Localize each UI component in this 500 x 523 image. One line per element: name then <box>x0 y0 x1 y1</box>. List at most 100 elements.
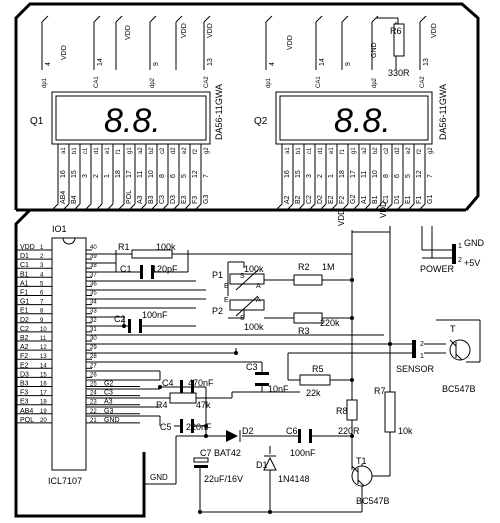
ic-left-num: 18 <box>40 400 47 406</box>
q1-seg-label: b2 <box>149 147 155 154</box>
q1-window <box>55 95 207 141</box>
c5: C5 220nF <box>160 419 212 433</box>
q1-pin-entry <box>194 203 202 211</box>
d2: D2 BAT42 <box>214 426 254 458</box>
r7-ref: R7 <box>374 386 386 396</box>
q2-net-label: F2 <box>339 196 346 204</box>
p1-pin-e: E <box>224 283 229 290</box>
ic-left-num: 6 <box>40 291 44 297</box>
q2-pin-entry <box>418 203 426 211</box>
display-q1: VDD VDD VDD VDD 4 14 9 13 dp1 CA1 dp2 CA… <box>30 15 224 211</box>
ic-left-net: AB4 <box>20 408 33 415</box>
ic-left-net: B3 <box>20 381 29 388</box>
ic-left-net: D2 <box>20 317 29 324</box>
d1-ref: D1 <box>256 460 268 470</box>
ic-left-num: 3 <box>40 263 44 269</box>
ic-right-num: 32 <box>90 318 97 324</box>
q2-net-label: G2 <box>350 195 357 204</box>
q1-net-label: B3 <box>148 195 155 204</box>
q1-seg-label: f2 <box>193 148 199 154</box>
q2-pin-entry <box>374 203 382 211</box>
ic-left-net: B1 <box>20 271 29 278</box>
q1-net-label: AB4 <box>60 191 67 204</box>
q2-net-label: B1 <box>372 195 379 204</box>
ic-left-net: C2 <box>20 326 29 333</box>
r7: R7 10k <box>374 386 413 436</box>
ic-right-net: A3 <box>104 399 113 406</box>
power-pin-1: 1 <box>458 243 462 250</box>
c7-ref: C7 <box>200 448 212 458</box>
ic-right-num: 40 <box>90 245 97 251</box>
r8-value: 220R <box>338 426 360 436</box>
ic-left-net: A2 <box>20 344 29 351</box>
ic-right-num: 37 <box>90 272 97 278</box>
r1: R1 100k <box>118 242 176 259</box>
q1-top-pin-14: 14 <box>97 58 104 66</box>
c7: C7 22uF/16V <box>193 448 243 484</box>
q1-seg-label: a2 <box>138 147 144 154</box>
q1-seg-label: g2 <box>204 147 210 154</box>
gnd-label-bottom: GND <box>150 473 168 482</box>
q2-seg-label: a2 <box>362 147 368 154</box>
q2-seg-label: g2 <box>428 147 434 154</box>
q1-top-label-ca1: CA1 <box>94 76 100 88</box>
q2-top-vdd-2: VDD <box>431 23 438 38</box>
r4: R4 47k <box>156 392 211 410</box>
p1: P1 S E A 100k <box>212 264 265 291</box>
q2-net-label: D1 <box>394 195 401 204</box>
q2-pin-entry <box>396 203 404 211</box>
ic-right-net: C3 <box>104 390 113 397</box>
q1-digits: 8.8. <box>104 102 161 140</box>
q2-net-label: G1 <box>427 195 434 204</box>
c1-value: 120pF <box>152 264 178 274</box>
c2-value: 100nF <box>142 310 168 320</box>
r2: R2 1M <box>293 262 335 286</box>
q2-net-label: E1 <box>405 195 412 204</box>
ic-left-num: 16 <box>40 382 47 388</box>
ic-left-net: D3 <box>20 371 29 378</box>
c7-value: 22uF/16V <box>204 474 243 484</box>
ic-left-num: 7 <box>40 300 44 306</box>
sensor-label: SENSOR <box>396 364 435 374</box>
ic-left-net: A1 <box>20 280 29 287</box>
q1-seg-label: e1 <box>105 147 111 154</box>
d1: D1 1N4148 <box>256 455 310 484</box>
q1-net-label: C3 <box>159 195 166 204</box>
vdd-label-mid: VDD <box>337 209 346 226</box>
r6-value: 330R <box>388 68 410 78</box>
ic-right-num: 21 <box>90 418 97 424</box>
q2-seg-label: a1 <box>285 147 291 154</box>
c3-ref: C3 <box>246 362 258 372</box>
q2-net-label: A2 <box>284 195 291 204</box>
ic-left-net: F3 <box>20 390 28 397</box>
ic-left-net: E3 <box>20 399 29 406</box>
q1-pin-number: 11 <box>137 171 144 178</box>
q2-pin-entry <box>286 203 294 211</box>
q1-pin-entry <box>51 203 59 211</box>
r3-ref: R3 <box>298 326 310 336</box>
c6-value: 100nF <box>290 448 316 458</box>
c3-value: 10nF <box>268 384 289 394</box>
q1-pin-entry <box>106 203 114 211</box>
ic-right-num: 26 <box>90 372 97 378</box>
q1-pin-entry <box>150 203 158 211</box>
c4-value: 470nF <box>188 378 214 388</box>
q2-pin-entry <box>308 203 316 211</box>
ic-left-num: 13 <box>40 354 47 360</box>
q2-pin-entry <box>297 203 305 211</box>
q1-seg-label: a1 <box>61 147 67 154</box>
ic-right-net: GND <box>104 417 120 424</box>
ic-right-num: 34 <box>90 300 97 306</box>
r2-value: 1M <box>322 262 335 272</box>
q1-top-vdd-3: VDD <box>181 23 188 38</box>
q2-pin-entry <box>407 203 415 211</box>
q1-top-pin-4: 4 <box>45 62 52 66</box>
ic-left-net: D1 <box>20 253 29 260</box>
q2-seg-label: c2 <box>384 147 390 154</box>
junctions <box>122 278 392 514</box>
q2-top-gnd: GND <box>371 42 378 58</box>
p2-pin-s: S <box>240 315 245 322</box>
q1-net-label: F3 <box>192 196 199 204</box>
